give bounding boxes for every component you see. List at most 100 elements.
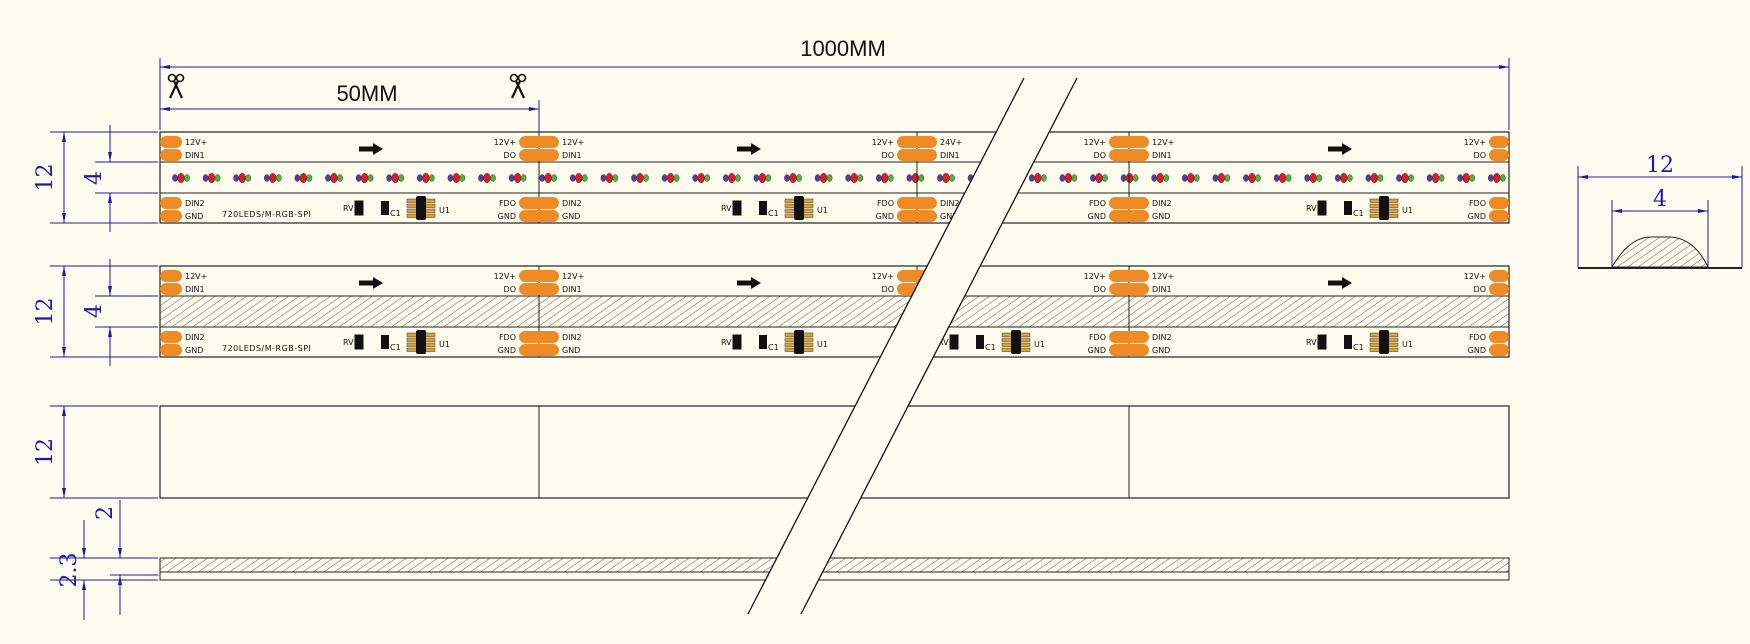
pad-label: GND bbox=[940, 212, 958, 221]
led-green bbox=[1500, 174, 1506, 182]
model-label: 720LEDS/M-RGB-SPI bbox=[222, 210, 311, 219]
led-blue bbox=[1090, 174, 1096, 182]
led-green bbox=[1224, 174, 1231, 182]
pad-label: DIN2 bbox=[185, 199, 205, 208]
led-red bbox=[238, 172, 246, 183]
led-green bbox=[459, 174, 466, 182]
hatched-led-band bbox=[160, 296, 1509, 327]
pad-label: 12V+ bbox=[872, 272, 894, 281]
pad-label: DO bbox=[1094, 285, 1106, 294]
led-blue bbox=[1243, 174, 1249, 182]
led-red bbox=[697, 172, 705, 183]
pad-label: DIN2 bbox=[185, 333, 205, 342]
led-blue bbox=[692, 174, 699, 182]
solder-pad bbox=[160, 149, 182, 161]
led-green bbox=[1377, 174, 1384, 182]
led-green bbox=[184, 174, 190, 182]
solder-pad bbox=[519, 149, 559, 161]
solder-pad bbox=[1109, 270, 1149, 282]
led-blue bbox=[508, 174, 515, 182]
led-blue bbox=[906, 174, 913, 182]
capacitor bbox=[976, 335, 984, 349]
led-red bbox=[361, 172, 369, 183]
led-blue bbox=[294, 174, 301, 182]
led-red bbox=[942, 172, 950, 183]
arrow-right-icon bbox=[1328, 277, 1352, 289]
solder-pad bbox=[160, 136, 182, 148]
led-red bbox=[177, 172, 185, 183]
led-red bbox=[452, 172, 461, 183]
solder-pad bbox=[1109, 149, 1149, 161]
pad-label: DIN1 bbox=[1152, 151, 1172, 160]
led-blue bbox=[447, 174, 454, 182]
pad-label: 12V+ bbox=[1152, 272, 1174, 281]
resistor-label: RV bbox=[1306, 338, 1317, 347]
led-blue bbox=[233, 174, 239, 182]
led-green bbox=[673, 174, 680, 182]
strip-outline bbox=[159, 131, 1510, 224]
chip bbox=[794, 196, 804, 220]
solder-pad bbox=[519, 197, 559, 209]
resistor bbox=[949, 334, 959, 350]
led-blue bbox=[661, 174, 668, 182]
led-red bbox=[1462, 172, 1470, 183]
pad-label: DIN1 bbox=[940, 151, 960, 160]
led-green bbox=[704, 174, 711, 182]
pad-label: FDO bbox=[1089, 333, 1106, 342]
led-green bbox=[1316, 174, 1322, 182]
led-blue bbox=[1457, 174, 1463, 182]
led-red bbox=[1156, 172, 1164, 183]
led-green bbox=[367, 174, 374, 182]
led-blue bbox=[325, 174, 331, 182]
led-green bbox=[520, 174, 527, 182]
solder-pad bbox=[519, 136, 559, 148]
pad-label: 24V+ bbox=[940, 138, 962, 147]
led-red bbox=[1340, 172, 1348, 183]
pad-label: GND bbox=[562, 212, 580, 221]
led-red bbox=[1401, 172, 1409, 183]
led-green bbox=[918, 174, 925, 182]
solder-pad bbox=[897, 210, 937, 222]
dimension-label: 4 bbox=[82, 304, 107, 318]
arrow-head bbox=[373, 277, 383, 289]
resistor-label: RV bbox=[343, 338, 354, 347]
led-red bbox=[1370, 172, 1379, 183]
pad-label: GND bbox=[498, 212, 516, 221]
led-blue bbox=[753, 174, 760, 182]
dimension-label: 4 bbox=[82, 171, 107, 185]
led-red bbox=[483, 172, 491, 183]
pad-label: 12V+ bbox=[1084, 138, 1106, 147]
led-green bbox=[337, 174, 343, 182]
solder-pad bbox=[160, 197, 182, 209]
pad-label: 12V+ bbox=[1084, 272, 1106, 281]
pad-label: 12V+ bbox=[872, 138, 894, 147]
led-blue bbox=[539, 174, 546, 182]
chip-label: U1 bbox=[817, 206, 828, 215]
pad-label: GND bbox=[562, 346, 580, 355]
resistor-label: RV bbox=[1306, 204, 1317, 213]
led-green bbox=[1041, 174, 1047, 182]
resistor-label: RV bbox=[721, 338, 732, 347]
led-green bbox=[582, 174, 588, 182]
pad-label: DO bbox=[504, 285, 516, 294]
pad-label: 12V+ bbox=[1464, 138, 1486, 147]
solder-pad bbox=[1109, 283, 1149, 295]
capacitor bbox=[759, 201, 767, 215]
led-green bbox=[1438, 174, 1445, 182]
arrow-shaft bbox=[737, 146, 753, 152]
led-blue bbox=[1059, 174, 1066, 182]
led-red bbox=[1493, 172, 1501, 183]
led-red bbox=[1187, 172, 1195, 183]
led-blue bbox=[1365, 174, 1372, 182]
led-green bbox=[612, 174, 619, 182]
solder-pad bbox=[1489, 270, 1509, 282]
pad-label: FDO bbox=[1089, 199, 1106, 208]
led-red bbox=[881, 172, 889, 183]
arrow-shaft bbox=[359, 280, 375, 286]
led-red bbox=[1278, 172, 1287, 183]
pad-label: GND bbox=[498, 346, 516, 355]
scissors-blade bbox=[173, 80, 183, 99]
